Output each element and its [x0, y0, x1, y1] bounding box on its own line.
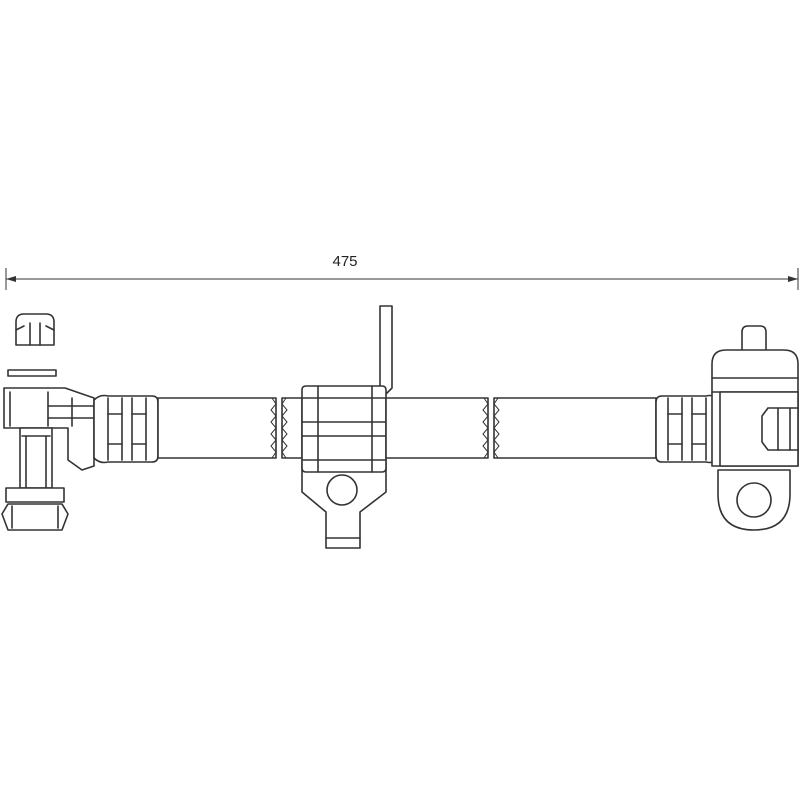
hose-segment-center-right [385, 397, 489, 459]
dimension-line: 475 [5, 253, 799, 290]
hose-segment-center-left [281, 397, 303, 459]
right-bracket-mounting-hole [736, 482, 772, 518]
bracket-mounting-hole [326, 474, 358, 506]
dimension-length-label: 475 [332, 253, 357, 270]
hose-segment-left [157, 397, 277, 459]
left-crimp-ferrule [93, 394, 159, 464]
left-end-fitting [1, 387, 95, 531]
right-crimp-ferrule [655, 394, 721, 464]
right-end-fitting [711, 325, 799, 531]
dimension-arrow-right [788, 276, 798, 282]
dimension-arrow-left [6, 276, 16, 282]
hose-segment-right [493, 397, 657, 459]
center-mounting-bracket [301, 305, 393, 549]
retaining-clip [7, 313, 57, 377]
